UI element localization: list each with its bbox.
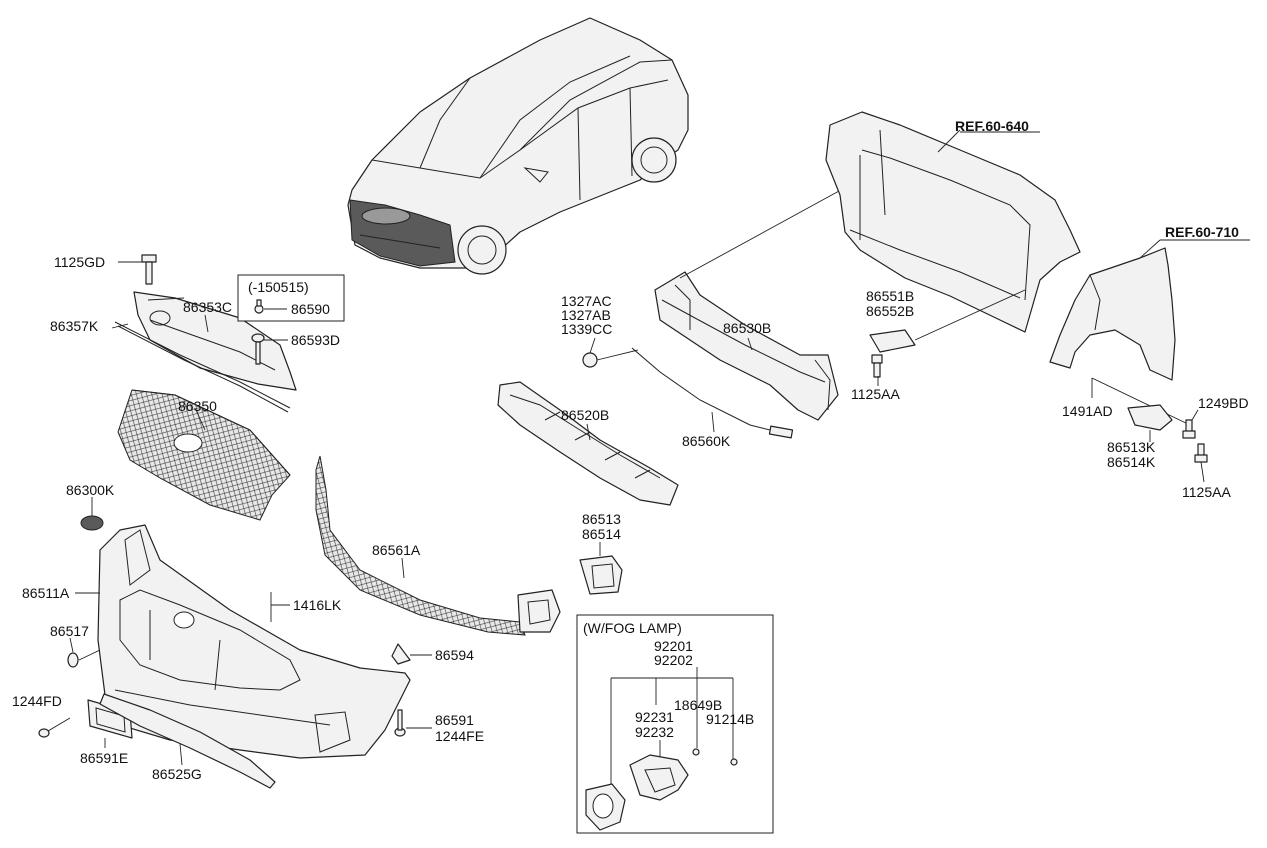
radiator-grille-drawing — [117, 389, 291, 521]
part-label-86590: 86590 — [291, 301, 330, 317]
bolt-icon — [1182, 419, 1196, 439]
part-label-86511A: 86511A — [22, 585, 70, 601]
part-label-86513: 86513 — [582, 511, 621, 527]
part-label-1416LK: 1416LK — [293, 597, 342, 613]
bumper-beam-drawing — [582, 184, 851, 439]
part-label-86552B: 86552B — [866, 303, 914, 319]
part-label-86525G: 86525G — [152, 766, 202, 782]
part-label-86560K: 86560K — [682, 433, 731, 449]
part-label-1125GD: 1125GD — [54, 254, 105, 270]
bolt-icon — [871, 354, 883, 378]
part-label-86514K: 86514K — [1107, 454, 1156, 470]
part-label-1339CC: 1339CC — [561, 321, 612, 337]
part-label-86591E: 86591E — [80, 750, 128, 766]
part-label-1244FD: 1244FD — [12, 693, 62, 709]
part-label-18649B: 18649B — [674, 697, 722, 713]
part-label-86353C: 86353C — [183, 299, 232, 315]
part-label-91214B: 91214B — [706, 711, 754, 727]
part-label-92201: 92201 — [654, 638, 693, 654]
part-label-86594: 86594 — [435, 647, 474, 663]
energy-absorber-drawing — [497, 381, 679, 506]
clip-screw-drawing — [391, 643, 432, 737]
lower-grille-drawing — [315, 455, 561, 636]
part-label-1244FE: 1244FE — [435, 728, 484, 744]
stay-bracket-drawing — [869, 289, 1026, 386]
part-label-86561A: 86561A — [372, 542, 421, 558]
part-label-86350: 86350 — [178, 398, 217, 414]
ref-label-radiator-support: REF.60-640 — [955, 118, 1029, 134]
fender-drawing — [1049, 239, 1250, 483]
part-label-86517: 86517 — [50, 623, 89, 639]
part-label-150515: (-150515) — [248, 279, 309, 295]
bolt-icon — [1194, 443, 1208, 463]
part-label-86520B: 86520B — [561, 407, 609, 423]
bolt-icon — [38, 717, 71, 738]
part-label-86357K: 86357K — [50, 318, 99, 334]
vehicle-illustration — [347, 17, 689, 275]
upper-cover-group — [111, 254, 297, 413]
emblem-drawing — [80, 497, 104, 531]
part-label-86513K: 86513K — [1107, 439, 1156, 455]
part-label-1125AA-fender: 1125AA — [1182, 484, 1231, 500]
part-label-1249BD: 1249BD — [1198, 395, 1249, 411]
part-label-92232: 92232 — [635, 724, 674, 740]
part-label-86551B: 86551B — [866, 288, 914, 304]
fog-box-title: (W/FOG LAMP) — [583, 620, 682, 636]
side-bracket-drawing — [579, 542, 623, 595]
part-label-92202: 92202 — [654, 652, 693, 668]
bolt-icon — [141, 254, 157, 285]
part-label-86300K: 86300K — [66, 482, 115, 498]
part-label-1327AC: 1327AC — [561, 293, 612, 309]
radiator-support-drawing — [825, 111, 1081, 333]
part-label-86530B: 86530B — [723, 320, 771, 336]
part-label-1327AB: 1327AB — [561, 307, 611, 323]
part-label-86514: 86514 — [582, 526, 621, 542]
lower-strip-drawing — [99, 693, 276, 789]
screw-icon — [251, 333, 265, 365]
screw-icon — [394, 709, 406, 737]
part-label-86591: 86591 — [435, 712, 474, 728]
part-label-1491AD: 1491AD — [1062, 403, 1113, 419]
part-label-1125AA-stay: 1125AA — [851, 386, 900, 402]
variant-box-150515 — [237, 274, 345, 322]
fog-lamp-box — [576, 614, 774, 834]
ref-label-fender: REF.60-710 — [1165, 224, 1239, 240]
part-label-86593D: 86593D — [291, 332, 340, 348]
part-label-92231: 92231 — [635, 709, 674, 725]
clip-icon — [254, 299, 264, 314]
